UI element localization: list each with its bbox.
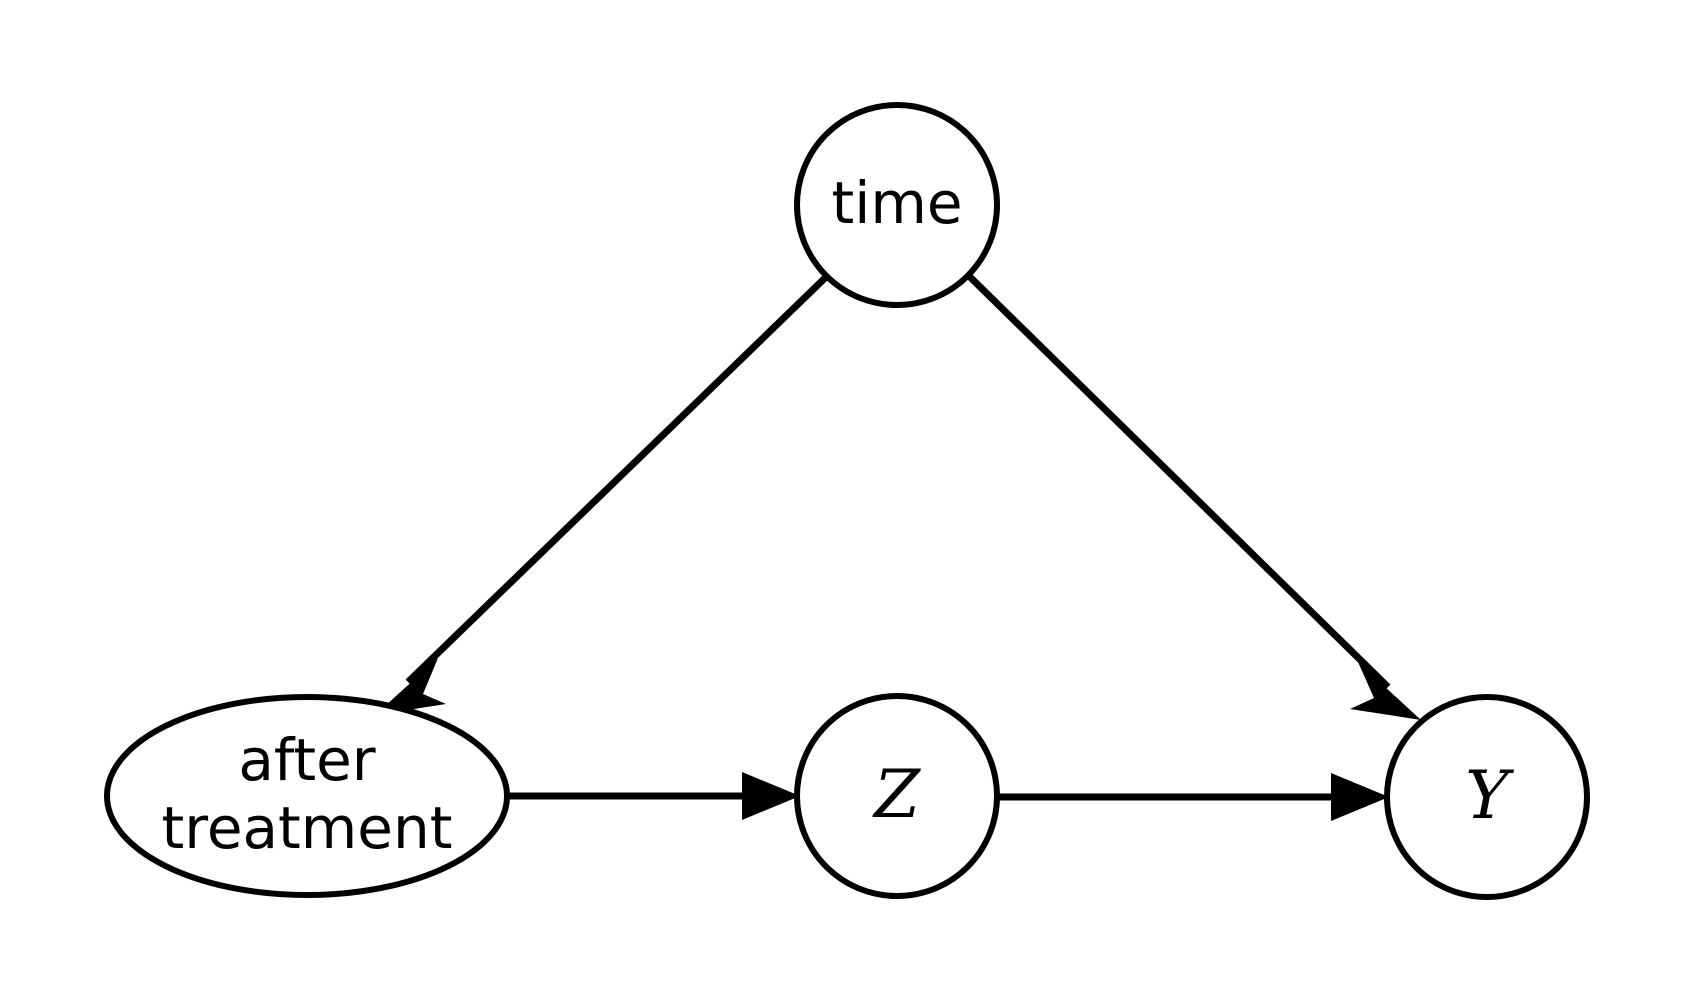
arrow-head-after-treatment <box>375 658 446 715</box>
edge-z-to-y[interactable] <box>995 773 1389 821</box>
node-y-label: Y <box>1465 757 1514 834</box>
node-group: time after treatment Z Y <box>104 102 1590 900</box>
node-y-shape <box>1384 694 1590 900</box>
edge-line-time-y <box>967 274 1391 690</box>
node-z[interactable]: Z <box>794 693 1000 899</box>
edge-time-to-after-treatment[interactable] <box>375 275 828 715</box>
node-after-treatment-shape <box>104 694 510 898</box>
node-after-treatment-label-line2: treatment <box>162 794 453 862</box>
edge-group <box>375 274 1421 821</box>
node-z-shape <box>794 693 1000 899</box>
node-time-label: time <box>831 169 962 237</box>
node-after-treatment[interactable]: after treatment <box>104 694 510 898</box>
edge-time-to-y[interactable] <box>967 274 1421 720</box>
arrow-head-y-from-z <box>1331 773 1389 821</box>
arrow-head-y-from-time <box>1350 662 1421 720</box>
node-time[interactable]: time <box>794 102 1000 308</box>
arrow-head-z <box>742 772 800 820</box>
node-y[interactable]: Y <box>1384 694 1590 900</box>
edge-line-time-after-treatment <box>405 275 828 685</box>
node-z-label: Z <box>872 756 921 833</box>
edge-after-treatment-to-z[interactable] <box>505 772 800 820</box>
node-time-shape <box>794 102 1000 308</box>
node-after-treatment-label-line1: after <box>238 726 375 794</box>
